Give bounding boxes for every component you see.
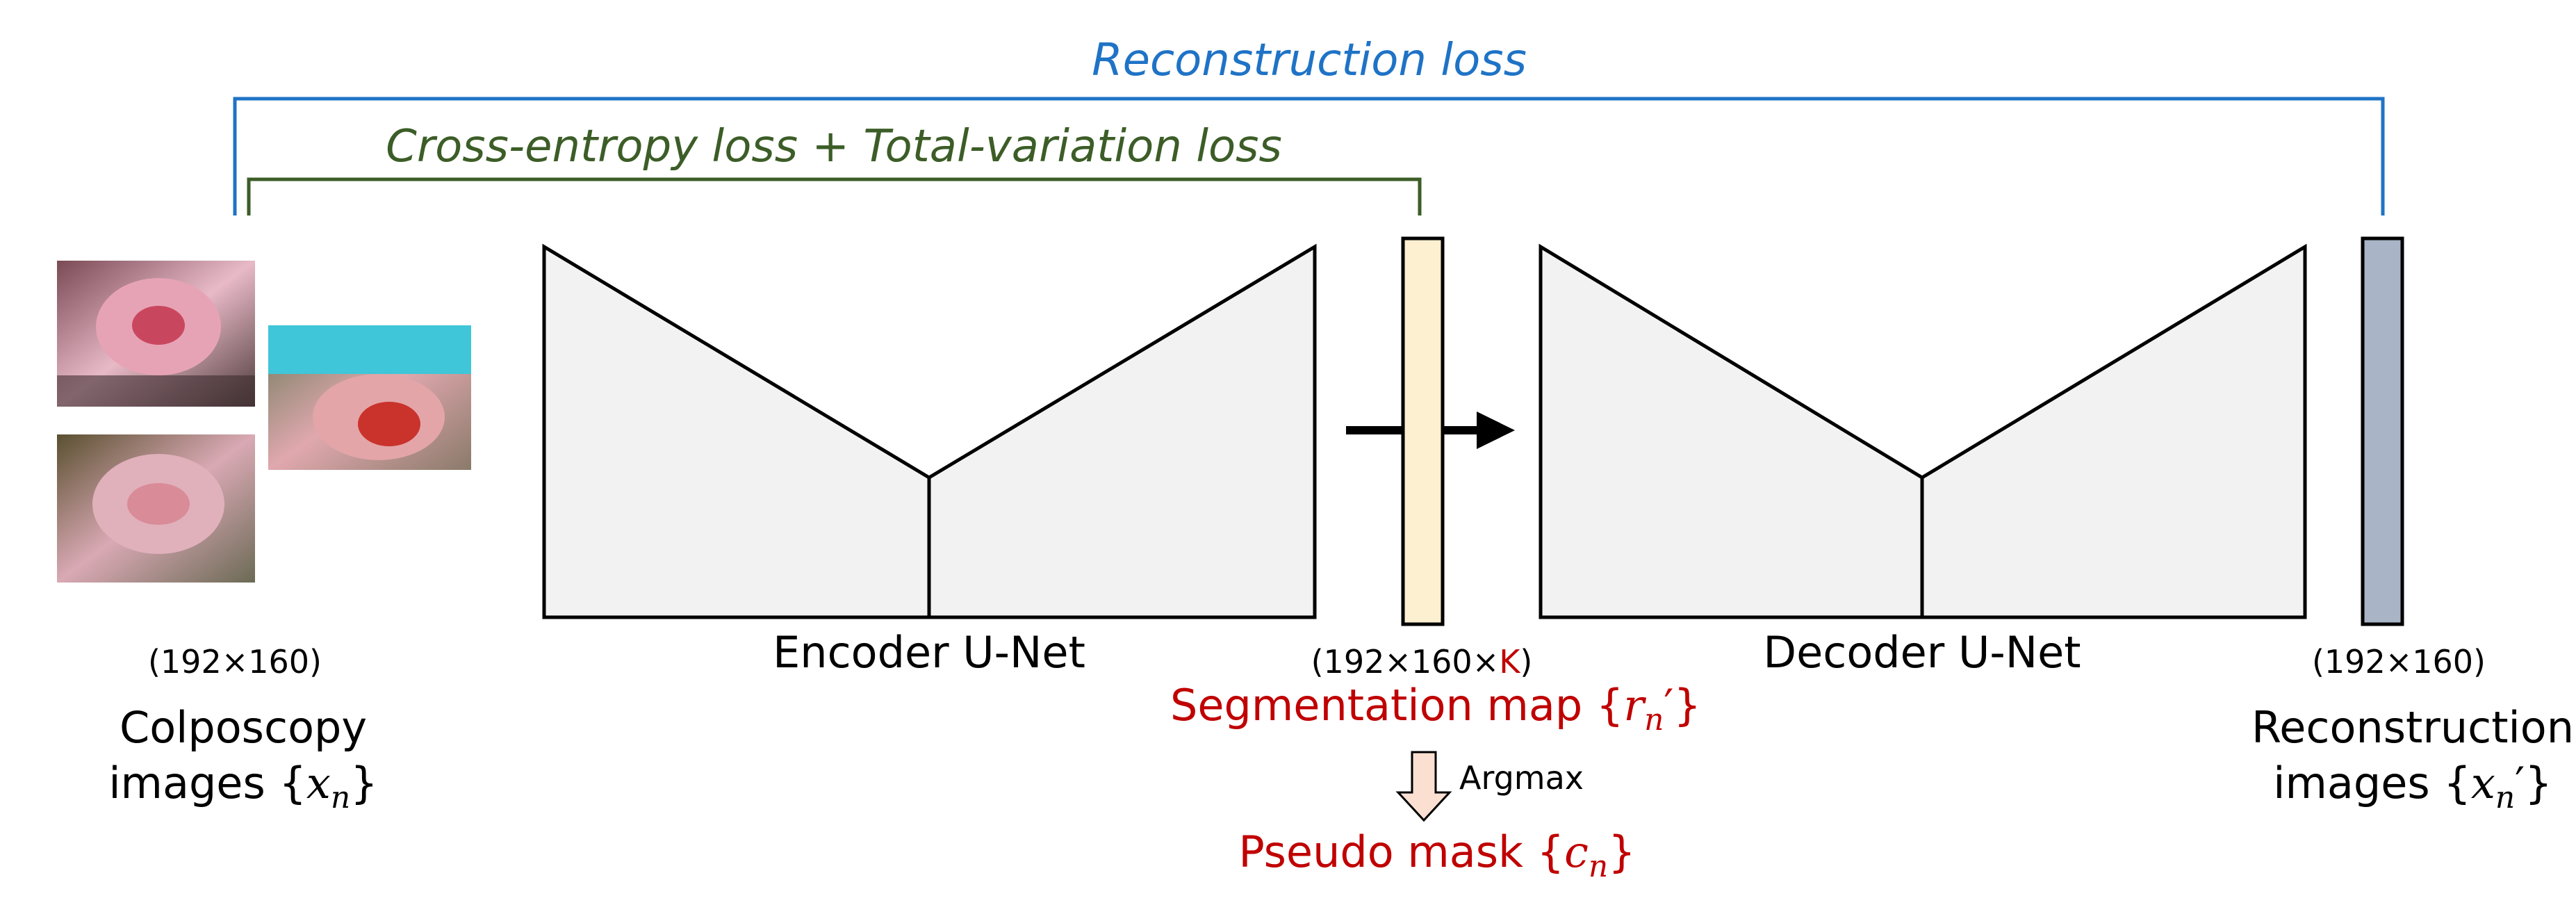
segmentation-loss-label: Cross-entropy loss + Total-variation los… [386,121,1282,172]
decoder-label: Decoder U-Net [1763,627,2081,678]
input-label-line2: images {xn} [108,758,377,815]
reconstruction-loss-label: Reconstruction loss [1092,35,1527,86]
colposcopy-thumbnail [57,261,255,407]
segmentation-map-block [1401,236,1445,626]
output-label-line1: Reconstruction [2251,702,2574,753]
segmentation-size-label: (192×160×K) [1311,643,1533,681]
segmentation-loss-bracket: Cross-entropy loss + Total-variation los… [247,121,1422,215]
output-size-label: (192×160) [2312,643,2486,681]
colposcopy-thumbnail [57,434,255,583]
colposcopy-thumbnail [268,325,471,470]
input-size-label: (192×160) [148,643,322,681]
encoder-label: Encoder U-Net [773,627,1085,678]
segmentation-map-label: Segmentation map {rn′} [1170,680,1701,738]
output-label-line2: images {xn′} [2273,758,2552,815]
input-label-line1: Colposcopy [120,702,367,753]
encoder-unet: Encoder U-Net [542,243,1317,678]
reconstruction-loss-bracket: Reconstruction loss [233,35,2385,215]
pseudo-mask-label: Pseudo mask {cn} [1238,826,1635,884]
decoder-unet: Decoder U-Net [1539,243,2307,678]
reconstruction-block [2361,236,2404,626]
argmax-label: Argmax [1459,759,1584,797]
argmax-arrow: Argmax [1395,751,1584,822]
colposcopy-images [57,261,471,583]
